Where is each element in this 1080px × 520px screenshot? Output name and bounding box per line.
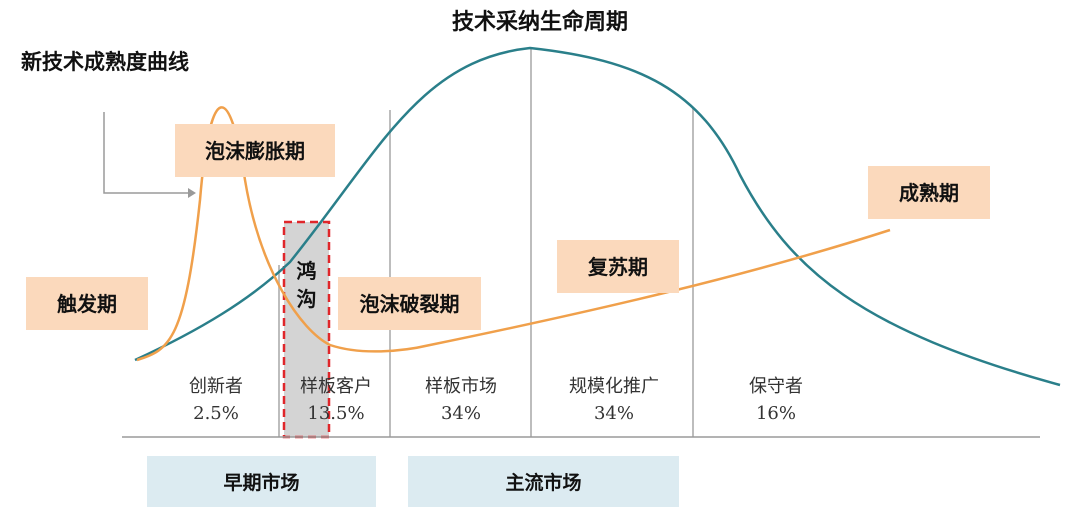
hype-title: 新技术成熟度曲线 <box>21 50 189 74</box>
guide-arrowhead <box>188 188 196 198</box>
phase-label-trigger: 触发期 <box>57 292 117 316</box>
phase-box-trigger <box>26 277 148 330</box>
phase-label-burst: 泡沫破裂期 <box>360 292 460 316</box>
hype-curve <box>136 106 891 362</box>
segment-label-innovators: 创新者 <box>189 376 243 397</box>
phase-label-mature: 成熟期 <box>899 181 959 205</box>
segment-label-late-majority: 规模化推广 <box>569 376 659 397</box>
phase-box-mature <box>868 166 990 219</box>
segment-label-early-adopters: 样板客户 <box>300 376 372 397</box>
phase-box-bubble <box>175 124 335 177</box>
lifecycle-title: 技术采纳生命周期 <box>452 9 628 35</box>
phase-box-recovery <box>557 240 679 293</box>
market-label-mainstream: 主流市场 <box>505 471 581 494</box>
segment-label-early-majority: 样板市场 <box>425 376 497 397</box>
phase-label-recovery: 复苏期 <box>587 255 648 279</box>
market-label-early: 早期市场 <box>223 471 299 494</box>
market-box-mainstream <box>408 456 679 507</box>
chasm-box <box>282 220 331 439</box>
segment-percent-innovators: 2.5% <box>193 403 239 424</box>
segment-percent-late-majority: 34% <box>594 403 634 424</box>
chasm-label-top: 鸿 <box>297 259 317 283</box>
phase-box-burst <box>338 277 481 330</box>
segment-percent-early-majority: 34% <box>441 403 481 424</box>
market-box-early <box>147 456 376 507</box>
guide-arrow <box>103 112 188 194</box>
segment-percent-laggards: 16% <box>756 403 796 424</box>
segment-percent-early-adopters: 13.5% <box>307 403 364 424</box>
phase-label-bubble: 泡沫膨胀期 <box>205 139 305 163</box>
segment-label-laggards: 保守者 <box>749 376 803 397</box>
chasm-label-bottom: 沟 <box>297 287 317 311</box>
